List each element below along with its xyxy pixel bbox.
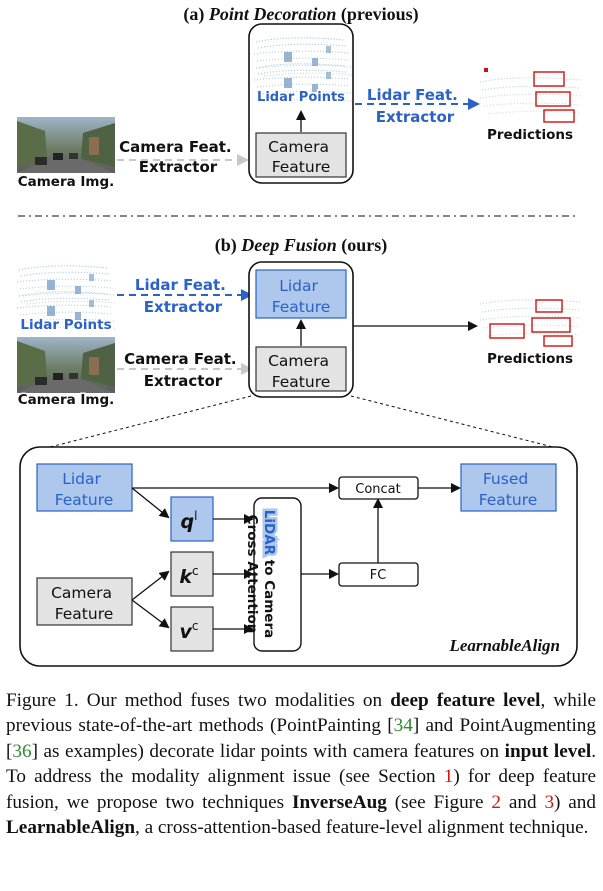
section-b-title: (b) Deep Fusion (ours) — [215, 235, 388, 256]
camera-to-value-arrow — [131, 599, 170, 629]
lidar-to-query-arrow — [131, 487, 170, 519]
camera-img-label-b: Camera Img. — [18, 392, 115, 408]
figure-caption: Figure 1. Our method fuses two modalitie… — [6, 690, 596, 839]
la-camera-feature-box — [36, 577, 133, 626]
figure-link[interactable]: 2 — [491, 791, 502, 813]
camera-image-a — [17, 117, 115, 173]
la-camera-feature-label: Camera Feature — [51, 584, 117, 623]
zoom-line-right — [350, 395, 554, 448]
lidar-feature-label-b: Lidar Feature — [272, 277, 331, 316]
figure-link[interactable]: 3 — [544, 791, 555, 813]
camera-feature-box-a — [255, 132, 347, 178]
figure-diagram: (a) Point Decoration (previous) Camera I… — [16, 4, 581, 667]
camera-feature-box-b — [255, 346, 347, 392]
key-box — [170, 551, 214, 597]
camera-img-label-a: Camera Img. — [18, 174, 115, 190]
citation-link[interactable]: 34 — [393, 715, 413, 737]
lidar-extractor-label-b: Lidar Feat. Extractor — [135, 276, 231, 316]
predictions-label-b: Predictions — [487, 351, 573, 367]
learnable-align-title: LearnableAlign — [448, 636, 560, 655]
camera-extractor-label-a: Camera Feat. Extractor — [119, 138, 237, 176]
key-label: kc — [179, 564, 198, 588]
camera-feature-label-a: Camera Feature — [268, 138, 334, 176]
camera-extractor-label-b: Camera Feat. Extractor — [124, 350, 242, 390]
lidar-points-label-a: Lidar Points — [257, 90, 345, 105]
query-label: ql — [181, 509, 198, 533]
fc-label: FC — [370, 568, 387, 583]
lidar-extractor-label-a: Lidar Feat. Extractor — [367, 86, 463, 126]
value-box — [170, 606, 214, 652]
query-box — [170, 496, 214, 542]
la-lidar-feature-label: Lidar Feature — [55, 470, 114, 509]
lidar-feature-box-b — [255, 269, 347, 319]
camera-image-b — [17, 337, 115, 393]
camera-to-key-arrow — [131, 570, 170, 601]
citation-link[interactable]: 36 — [12, 740, 32, 762]
zoom-line-left — [49, 395, 252, 448]
section-link[interactable]: 1 — [443, 766, 454, 788]
lidar-points-label-b: Lidar Points — [20, 317, 111, 333]
camera-feature-label-b: Camera Feature — [268, 352, 334, 391]
predictions-label-a: Predictions — [487, 127, 573, 143]
section-a-title: (a) Point Decoration (previous) — [183, 4, 418, 25]
value-label: vc — [180, 619, 199, 643]
predictions-image-a — [479, 68, 581, 123]
cross-attention-label: LiDAR to CameraCross Attention — [244, 510, 277, 638]
fused-feature-label: Fused Feature — [479, 470, 538, 509]
fused-feature-box — [460, 463, 557, 512]
predictions-image-b — [479, 299, 581, 347]
concat-label: Concat — [355, 482, 400, 497]
